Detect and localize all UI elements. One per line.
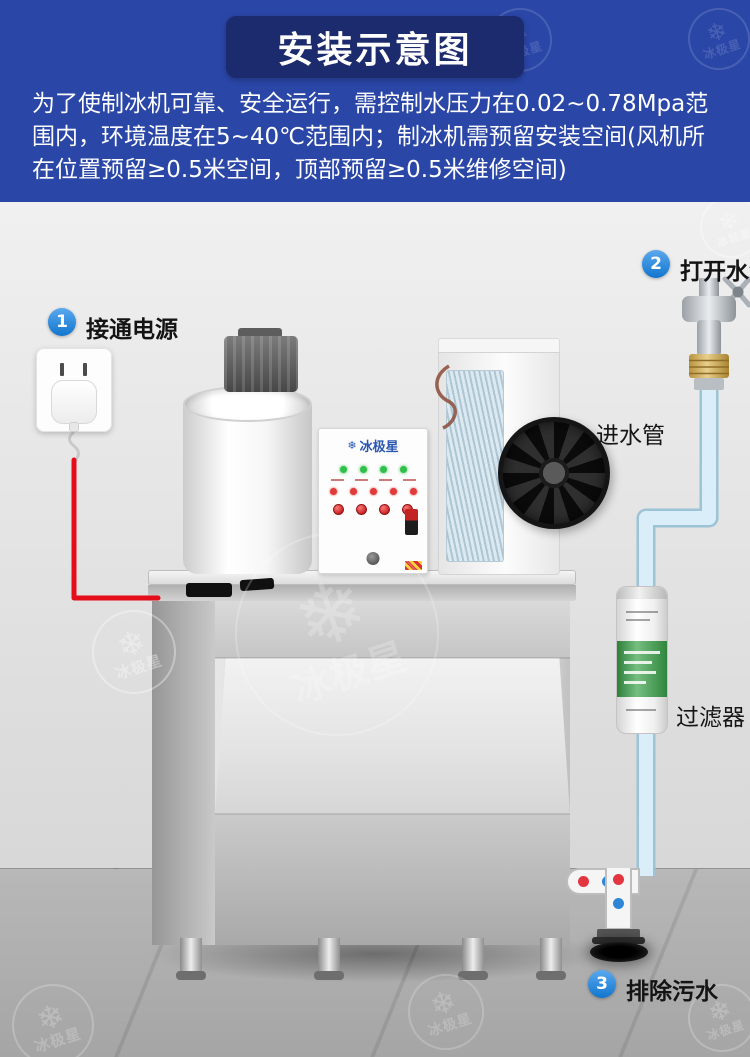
drain-flange-lip bbox=[592, 937, 645, 944]
condenser-fan bbox=[498, 417, 610, 529]
indicator-light-red bbox=[389, 488, 397, 495]
outlet-slot bbox=[60, 363, 64, 376]
control-button-red bbox=[356, 504, 367, 515]
faucet-spout bbox=[697, 320, 721, 356]
header-section: ❄ 冰极星 ❄ 冰极星 安装示意图 为了使制冰机可靠、安全运行，需控制水压力在0… bbox=[0, 0, 750, 202]
warning-sticker bbox=[405, 561, 422, 570]
machine-leg bbox=[314, 938, 344, 980]
evaporator-drum bbox=[183, 404, 312, 574]
brand-name: 冰极星 bbox=[715, 226, 750, 250]
step-1-badge: 1 bbox=[48, 308, 76, 336]
control-knob bbox=[366, 552, 380, 565]
floor-drain bbox=[590, 942, 648, 962]
filter-text-line bbox=[626, 709, 656, 711]
control-panel: ❄ 冰极星 bbox=[318, 428, 428, 574]
faucet-body bbox=[682, 296, 736, 322]
bin-seam bbox=[215, 657, 570, 659]
plug-cord-nub bbox=[69, 422, 79, 432]
power-plug bbox=[51, 380, 97, 424]
drain-dot bbox=[613, 874, 624, 885]
step-1-number: 1 bbox=[56, 312, 68, 332]
gear-motor-cap bbox=[238, 328, 282, 338]
inlet-pipe-label: 进水管 bbox=[596, 423, 665, 449]
green-indicator-row bbox=[319, 466, 427, 473]
bin-kick-panel bbox=[215, 814, 570, 945]
plug-cord bbox=[68, 430, 80, 464]
brand-logo: ❄ 冰极星 bbox=[319, 436, 427, 455]
condenser-coil bbox=[446, 370, 504, 562]
faucet-collar bbox=[694, 378, 724, 390]
bin-left-face bbox=[152, 600, 215, 945]
filter-annotation: 过滤器 bbox=[676, 705, 745, 731]
filter-cap bbox=[617, 587, 667, 599]
snowflake-icon: ❄ bbox=[703, 16, 731, 50]
snowflake-icon: ❄ bbox=[112, 621, 151, 667]
step-3-badge: 3 bbox=[588, 970, 616, 998]
faucet bbox=[682, 276, 750, 390]
water-filter bbox=[616, 586, 668, 734]
header-description: 为了使制冰机可靠、安全运行，需控制水压力在0.02~0.78Mpa范围内，环境温… bbox=[32, 91, 709, 183]
installation-scene: ❄ 冰极星 bbox=[0, 202, 750, 1057]
snowflake-icon: ❄ bbox=[715, 204, 744, 238]
indicator-light-green bbox=[359, 466, 367, 473]
connector-ridges bbox=[689, 359, 729, 375]
brand-watermark: ❄ 冰极星 bbox=[679, 0, 750, 79]
deck-clamp bbox=[239, 577, 275, 592]
indicator-light-green bbox=[379, 466, 387, 473]
step-3-label: 排除污水 bbox=[626, 979, 718, 1005]
title-banner: 安装示意图 bbox=[226, 16, 524, 78]
bin-seam bbox=[215, 813, 570, 815]
brand-name: 冰极星 bbox=[701, 37, 744, 63]
page-title: 安装示意图 bbox=[277, 30, 473, 71]
gear-motor bbox=[224, 336, 298, 392]
step-1-label: 接通电源 bbox=[86, 317, 178, 343]
deck-clamp bbox=[186, 583, 232, 597]
faucet-handle-hub bbox=[732, 286, 744, 298]
filter-label-band bbox=[617, 641, 667, 697]
machine-leg bbox=[458, 938, 488, 980]
snowflake-icon: ❄ bbox=[347, 439, 357, 452]
power-switch bbox=[405, 509, 418, 535]
power-outlet bbox=[36, 348, 112, 432]
filter-text-line bbox=[626, 611, 658, 613]
brand-name: 冰极星 bbox=[359, 440, 399, 455]
power-cord bbox=[71, 457, 161, 601]
drain-dot bbox=[613, 898, 624, 909]
indicator-light-red bbox=[369, 488, 377, 495]
step-3-number: 3 bbox=[596, 974, 608, 994]
indicator-light-green bbox=[399, 466, 407, 473]
step-2-label: 打开水源 bbox=[680, 259, 750, 285]
machine-leg bbox=[176, 938, 206, 980]
control-button-red bbox=[379, 504, 390, 515]
filter-text-line bbox=[626, 619, 650, 621]
bin-rim-panel bbox=[215, 600, 570, 658]
indicator-light-red bbox=[409, 488, 417, 495]
control-button-red bbox=[333, 504, 344, 515]
outlet-slot bbox=[83, 363, 87, 376]
red-indicator-row bbox=[319, 488, 427, 495]
step-2-number: 2 bbox=[650, 254, 662, 274]
indicator-light-red bbox=[349, 488, 357, 495]
step-2-badge: 2 bbox=[642, 250, 670, 278]
label-row bbox=[319, 479, 427, 481]
drain-pipe-vertical bbox=[605, 868, 632, 930]
drain-flange bbox=[597, 929, 640, 939]
indicator-light-green bbox=[339, 466, 347, 473]
faucet-connector bbox=[689, 354, 729, 378]
drain-dot bbox=[578, 876, 589, 887]
bin-door-panel bbox=[215, 658, 570, 814]
machine-leg bbox=[536, 938, 566, 980]
indicator-light-red bbox=[329, 488, 337, 495]
